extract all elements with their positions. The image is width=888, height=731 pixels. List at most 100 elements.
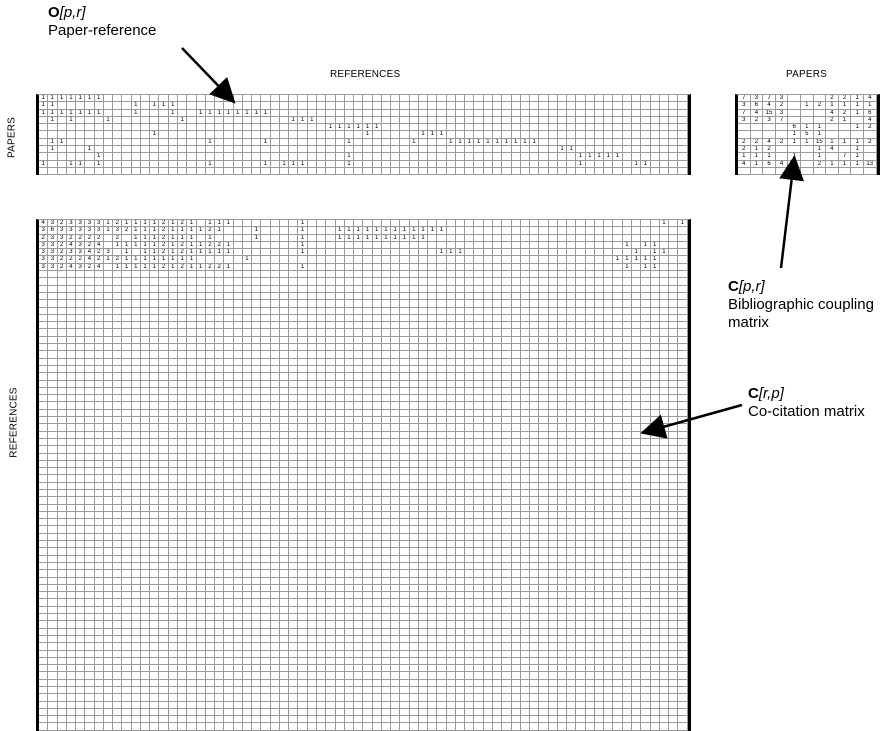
cocitation-cell: [502, 241, 512, 250]
o-matrix-title-suffix: [p,r]: [59, 4, 86, 21]
paper-reference-cell: [326, 138, 336, 147]
cocitation-cell: [641, 220, 651, 228]
paper-reference-cell: [85, 160, 95, 168]
cocitation-cell: [196, 300, 206, 308]
paper-reference-cell: [252, 146, 262, 154]
cocitation-caption: Co-citation matrix: [748, 403, 865, 420]
cocitation-cell: [354, 314, 364, 323]
cocitation-cell: 2: [94, 256, 104, 264]
cocitation-cell: [428, 249, 438, 257]
cocitation-cell: [344, 314, 355, 323]
cocitation-cell: [140, 358, 151, 366]
cocitation-cell: [233, 249, 243, 257]
cocitation-cell: 1: [224, 263, 234, 272]
cocitation-cell: 1: [187, 234, 197, 242]
cocitation-cell: [326, 300, 336, 308]
cocitation-cell: [446, 307, 456, 315]
cocitation-cell: [326, 628, 336, 636]
cocitation-cell: [76, 278, 86, 286]
cocitation-cell: [140, 351, 151, 359]
paper-reference-cell: [372, 146, 382, 154]
paper-reference-cell: [437, 102, 447, 110]
paper-reference-cell: [502, 146, 512, 154]
cocitation-cell: [215, 256, 225, 264]
paper-reference-cell: [187, 116, 197, 125]
paper-reference-cell: [650, 95, 660, 103]
paper-reference-cell: [669, 109, 679, 117]
paper-reference-cell: [205, 131, 216, 139]
paper-reference-cell: [279, 167, 290, 176]
cocitation-cell: [539, 307, 549, 315]
paper-reference-cell: [511, 95, 521, 103]
cocitation-cell: [428, 635, 438, 644]
paper-reference-cell: [418, 153, 429, 161]
cocitation-cell: [502, 336, 512, 345]
cocitation-cell: [678, 329, 688, 337]
paper-reference-cell: [57, 160, 67, 168]
paper-reference-cell: [437, 109, 447, 117]
cocitation-cell: [530, 635, 540, 644]
cocitation-cell: [493, 314, 503, 323]
cocitation-cell: [39, 365, 49, 374]
cocitation-cell: [344, 241, 355, 250]
cocitation-cell: [650, 322, 660, 330]
cocitation-cell: [335, 314, 345, 323]
cocitation-cell: [94, 336, 104, 345]
paper-reference-cell: [530, 131, 540, 139]
cocitation-cell: [594, 292, 605, 301]
cocitation-cell: [622, 285, 632, 293]
cocitation-cell: [520, 344, 531, 352]
cocitation-cell: [270, 256, 280, 264]
paper-reference-cell: [113, 102, 123, 110]
cocitation-cell: [493, 285, 503, 293]
cocitation-cell: [659, 628, 670, 636]
cocitation-cell: 2: [66, 234, 77, 242]
cocitation-cell: [428, 351, 438, 359]
cocitation-cell: [307, 314, 317, 323]
cocitation-cell: [159, 271, 169, 279]
paper-reference-cell: [187, 153, 197, 161]
cocitation-cell: 1: [622, 256, 632, 264]
paper-reference-cell: 1: [326, 124, 336, 132]
cocitation-cell: [659, 351, 670, 359]
paper-reference-cell: [446, 109, 456, 117]
cocitation-cell: 1: [372, 234, 382, 242]
cocitation-cell: [539, 314, 549, 323]
cocitation-cell: [650, 336, 660, 345]
cocitation-cell: [39, 628, 49, 636]
paper-reference-cell: [215, 116, 225, 125]
cocitation-cell: [530, 285, 540, 293]
cocitation-cell: [659, 241, 670, 250]
cocitation-cell: [502, 628, 512, 636]
paper-reference-cell: [344, 109, 355, 117]
paper-reference-cell: [66, 167, 77, 176]
cocitation-cell: [659, 256, 670, 264]
paper-reference-cell: [428, 102, 438, 110]
cocitation-cell: [85, 307, 95, 315]
paper-reference-cell: [678, 102, 688, 110]
paper-reference-cell: [363, 153, 373, 161]
cocitation-cell: [316, 344, 327, 352]
paper-reference-cell: [446, 95, 456, 103]
cocitation-cell: [196, 329, 206, 337]
cocitation-cell: 1: [641, 263, 651, 272]
cocitation-cell: [594, 329, 605, 337]
cocitation-title: C[r,p]: [748, 385, 784, 402]
paper-reference-cell: [150, 138, 160, 147]
paper-reference-cell: [539, 124, 549, 132]
paper-reference-cell: [261, 131, 271, 139]
paper-reference-cell: [669, 102, 679, 110]
cocitation-cell: [613, 271, 623, 279]
paper-reference-cell: [381, 109, 392, 117]
paper-reference-cell: [539, 138, 549, 147]
cocitation-cell: [641, 314, 651, 323]
cocitation-cell: [391, 329, 401, 337]
paper-reference-cell: [400, 131, 410, 139]
cocitation-cell: [344, 256, 355, 264]
paper-reference-cell: [455, 153, 466, 161]
cocitation-cell: [233, 227, 243, 235]
cocitation-cell: [344, 220, 355, 228]
cocitation-cell: [113, 643, 123, 651]
cocitation-cell: [140, 314, 151, 323]
